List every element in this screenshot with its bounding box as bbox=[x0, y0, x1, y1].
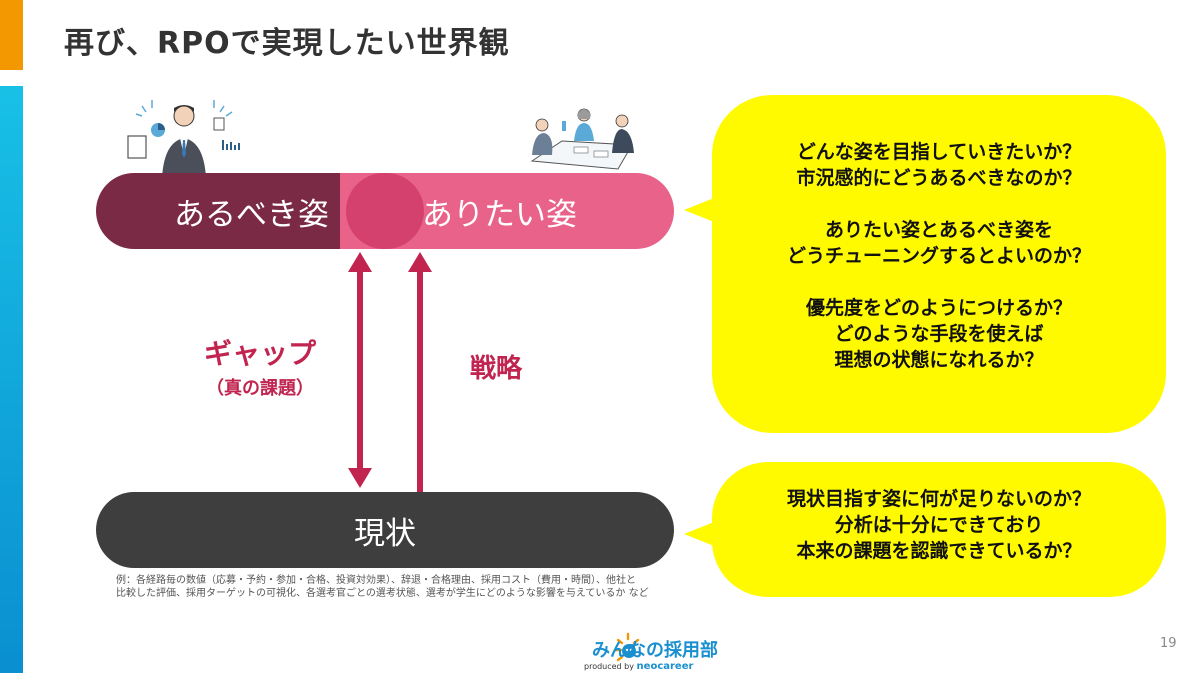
questions-bubble-top: どんな姿を目指していきたいか？ 市況感的にどうあるべきなのか？ ありたい姿とある… bbox=[712, 95, 1166, 433]
brand-name: neocareer bbox=[636, 661, 694, 672]
brand-logo-subtext: produced by neocareer bbox=[584, 661, 693, 672]
example-note-line1: 例：各経路毎の数値（応募・予約・参加・合格、投資対効果）、辞退・合格理由、採用コ… bbox=[116, 575, 636, 586]
meeting-illustration bbox=[530, 108, 634, 170]
bubble-bottom-tail bbox=[684, 522, 714, 546]
bubble-top-line: どんな姿を目指していきたいか？ bbox=[796, 141, 1082, 163]
slide-title: 再び、RPOで実現したい世界観 bbox=[64, 26, 510, 61]
bubble-top-paragraph-3: 優先度をどのようにつけるか？ どのような手段を使えば 理想の状態になれるか？ bbox=[712, 295, 1166, 373]
bubble-top-line: 理想の状態になれるか？ bbox=[834, 349, 1044, 371]
produced-by-text: produced by bbox=[584, 662, 634, 671]
bubble-top-paragraph-2: ありたい姿とあるべき姿を どうチューニングするとよいのか？ bbox=[712, 217, 1166, 269]
bubble-top-tail bbox=[684, 198, 714, 222]
bubble-bottom-paragraph: 現状目指す姿に何が足りないのか？ 分析は十分にできており 本来の課題を認識できて… bbox=[712, 486, 1166, 564]
gap-label-main: ギャップ bbox=[203, 337, 316, 370]
gap-arrow-shaft bbox=[357, 270, 363, 470]
gap-arrow-head-up bbox=[348, 252, 372, 272]
should-be-label: あるべき姿 bbox=[174, 196, 329, 233]
example-note: 例：各経路毎の数値（応募・予約・参加・合格、投資対効果）、辞退・合格理由、採用コ… bbox=[116, 574, 649, 600]
accent-bar-blue bbox=[0, 86, 23, 673]
bubble-bottom-line: 現状目指す姿に何が足りないのか？ bbox=[786, 488, 1091, 510]
brand-logo-text: みんなの採用部 bbox=[592, 640, 718, 661]
strategy-label: 戦略 bbox=[470, 354, 523, 384]
current-state-pill: 現状 bbox=[96, 492, 674, 568]
accent-bar-orange bbox=[0, 0, 23, 70]
bubble-bottom-line: 分析は十分にできており bbox=[834, 514, 1044, 536]
gap-arrow-head-down bbox=[348, 468, 372, 488]
example-note-line2: 比較した評価、採用ターゲットの可視化、各選考官ごとの選考状態、選考が学生にどのよ… bbox=[116, 588, 649, 599]
gap-label-sub: （真の課題） bbox=[206, 378, 314, 399]
current-state-label: 現状 bbox=[354, 515, 416, 552]
want-to-be-label: ありたい姿 bbox=[422, 196, 577, 233]
bubble-top-line: どのような手段を使えば bbox=[834, 323, 1044, 345]
bubble-top-line: どうチューニングするとよいのか？ bbox=[786, 245, 1091, 267]
brand-logo-icon bbox=[614, 632, 640, 662]
gap-strategy-arrows bbox=[348, 252, 432, 492]
bubble-top-line: ありたい姿とあるべき姿を bbox=[824, 219, 1053, 241]
strategy-arrow-shaft bbox=[417, 270, 423, 492]
bubble-top-paragraph-1: どんな姿を目指していきたいか？ 市況感的にどうあるべきなのか？ bbox=[712, 139, 1166, 191]
page-number: 19 bbox=[1160, 636, 1177, 651]
strategy-arrow-head-up bbox=[408, 252, 432, 272]
bubble-top-line: 市況感的にどうあるべきなのか？ bbox=[796, 167, 1082, 189]
bubble-bottom-line: 本来の課題を認識できているか？ bbox=[796, 540, 1082, 562]
pill-overlap bbox=[346, 173, 424, 249]
questions-bubble-bottom: 現状目指す姿に何が足りないのか？ 分析は十分にできており 本来の課題を認識できて… bbox=[712, 462, 1166, 597]
gap-label: ギャップ （真の課題） bbox=[196, 332, 324, 400]
bubble-top-line: 優先度をどのようにつけるか？ bbox=[805, 297, 1072, 319]
